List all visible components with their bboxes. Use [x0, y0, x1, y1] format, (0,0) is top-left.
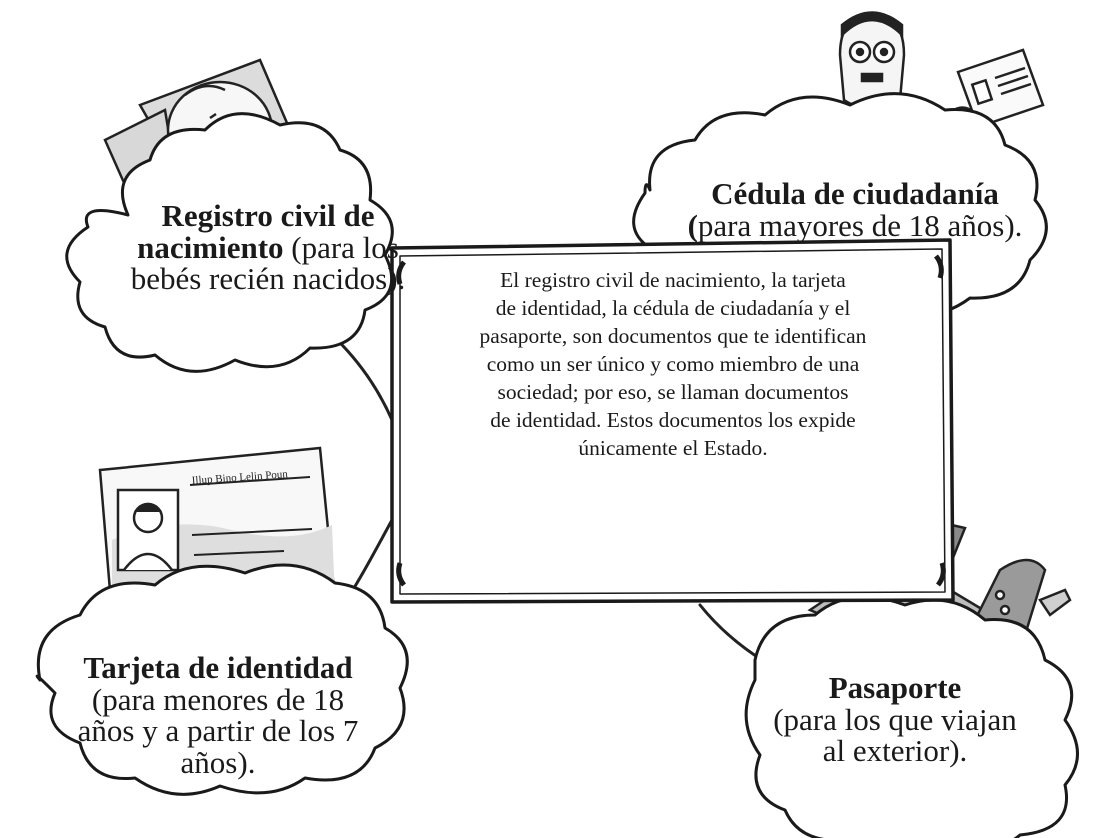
center-description: El registro civil de nacimiento, la tarj…	[408, 266, 938, 462]
cloud-tarjeta	[35, 563, 409, 796]
center-frame	[390, 238, 955, 604]
tarjeta-detail-line3: años).	[180, 744, 256, 780]
center-line: únicamente el Estado.	[578, 436, 768, 460]
cedula-title: Cédula de ciudadanía	[711, 176, 999, 211]
cloud-pasaporte	[744, 595, 1079, 838]
pasaporte-cloud-text: Pasaporte (para los que viajan al exteri…	[740, 672, 1050, 767]
tarjeta-title: Tarjeta de identidad	[83, 650, 353, 685]
center-line: de identidad. Estos documentos los expid…	[490, 408, 856, 432]
cloud-registro	[65, 112, 394, 373]
center-line: de identidad, la cédula de ciudadanía y …	[495, 296, 851, 320]
center-line: pasaporte, son documentos que te identif…	[479, 324, 867, 348]
pasaporte-detail-line1: (para los que viajan	[773, 701, 1017, 737]
center-line: El registro civil de nacimiento, la tarj…	[500, 268, 846, 292]
registro-cloud-text: Registro civil de nacimiento (para los b…	[118, 200, 418, 295]
tarjeta-detail-line2: años y a partir de los 7	[77, 713, 359, 749]
registro-detail-line2: (para los	[283, 229, 399, 265]
pasaporte-detail-line2: al exterior).	[822, 733, 968, 769]
tarjeta-detail-line1: (para menores de 18	[91, 681, 345, 717]
registro-detail-line3: bebés recién nacidos).	[130, 261, 406, 297]
cedula-detail: para mayores de 18 años).	[697, 207, 1023, 243]
center-line: como un ser único y como miembro de una	[486, 352, 860, 376]
registro-title-line1: Registro civil de	[161, 198, 375, 233]
pasaporte-title: Pasaporte	[828, 670, 962, 705]
cedula-detail-paren: (	[687, 207, 698, 243]
center-line: sociedad; por eso, se llaman documentos	[497, 380, 849, 404]
cedula-cloud-text: Cédula de ciudadanía (para mayores de 18…	[645, 178, 1065, 241]
tarjeta-cloud-text: Tarjeta de identidad (para menores de 18…	[28, 652, 408, 778]
registro-title-line2: nacimiento	[137, 229, 284, 265]
